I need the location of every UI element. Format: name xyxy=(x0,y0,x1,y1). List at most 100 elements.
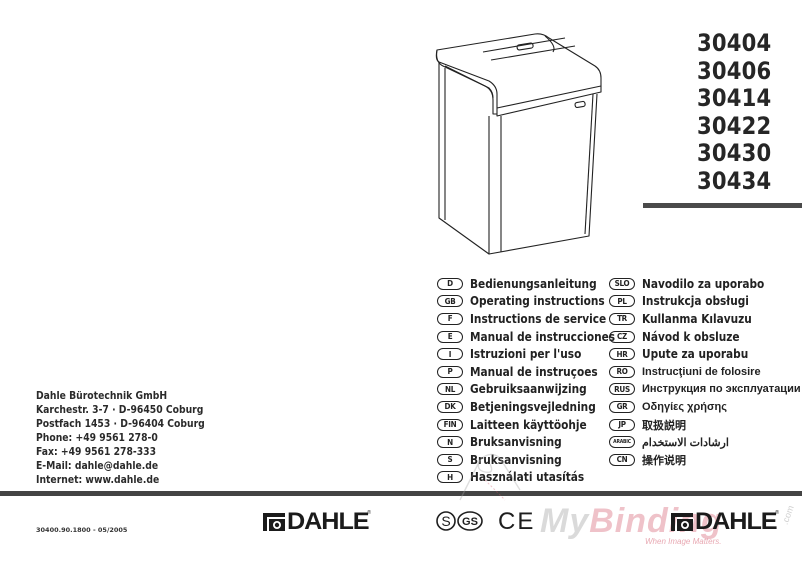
language-label: Bedienungsanleitung xyxy=(470,276,597,291)
language-label: Betjeningsvejledning xyxy=(470,399,596,414)
country-code-badge: GR xyxy=(609,400,635,413)
language-item: GB Operating instructions xyxy=(437,293,635,311)
language-label: Kullanma Kılavuzu xyxy=(642,311,752,326)
model-number: 30414 xyxy=(697,84,772,112)
language-list-right: SLO Navodilo za uporabo PL Instrukcja obsł… xyxy=(609,275,801,469)
language-item: CZ Návod k obsluze xyxy=(609,328,801,346)
language-label: Használati utasítás xyxy=(470,470,585,485)
watermark-domain: .com xyxy=(779,504,796,526)
language-label: Upute za uporabu xyxy=(642,347,749,362)
country-code-badge: PL xyxy=(609,295,635,308)
language-item: TR Kullanma Kılavuzu xyxy=(609,310,801,328)
website-address: Internet: www.dahle.de xyxy=(36,474,160,486)
language-label: 取扱説明 xyxy=(642,419,686,432)
country-code-badge: E xyxy=(437,330,463,343)
street-address: Karchestr. 3-7 · D-96450 Coburg xyxy=(36,404,204,416)
country-code-badge: GB xyxy=(437,295,463,308)
model-number-list: 30404 30406 30414 30422 30430 30434 xyxy=(697,29,802,195)
registered-mark: ® xyxy=(366,510,372,516)
language-item: JP 取扱説明 xyxy=(609,416,801,434)
language-label: Manual de instrucciones xyxy=(470,329,616,344)
language-label: 操作说明 xyxy=(642,454,686,467)
language-item: ARABIC ارشادات الاستخدام xyxy=(609,433,801,451)
country-code-badge: D xyxy=(437,277,463,290)
document-code: 30400.90.1800 - 05/2005 xyxy=(36,526,128,534)
company-address: Dahle Bürotechnik GmbH Karchestr. 3-7 · … xyxy=(36,389,228,487)
language-item: DK Betjeningsvejledning xyxy=(437,398,635,416)
language-label: Navodilo za uporabo xyxy=(642,276,765,291)
country-code-badge: JP xyxy=(609,418,635,431)
country-code-badge: RUS xyxy=(609,383,635,396)
language-item: S Bruksanvisning xyxy=(437,451,635,469)
language-label: Manual de instruçoes xyxy=(470,364,598,379)
country-code-badge: F xyxy=(437,312,463,325)
company-name: Dahle Bürotechnik GmbH xyxy=(36,390,168,402)
country-code-badge: N xyxy=(437,436,463,449)
model-number: 30404 xyxy=(697,29,772,57)
language-item: RO Instrucţiuni de folosire xyxy=(609,363,801,381)
country-code-badge: ARABIC xyxy=(609,436,635,449)
email-address: E-Mail: dahle@dahle.de xyxy=(36,460,159,472)
watermark-tagline: When Image Matters. xyxy=(645,537,722,546)
language-label: Instrucţiuni de folosire xyxy=(642,365,761,378)
language-label: Laitteen käyttöohje xyxy=(470,417,587,432)
country-code-badge: NL xyxy=(437,383,463,396)
dahle-logo-text: DAHLE xyxy=(695,508,778,535)
language-item: H Használati utasítás xyxy=(437,469,635,487)
language-label: Bruksanvisning xyxy=(470,435,562,450)
divider-rule-bottom xyxy=(0,491,802,496)
language-item: D Bedienungsanleitung xyxy=(437,275,635,293)
language-item: P Manual de instruçoes xyxy=(437,363,635,381)
model-number: 30422 xyxy=(697,111,772,140)
country-code-badge: H xyxy=(437,471,463,484)
language-label: Bruksanvisning xyxy=(470,452,562,467)
language-label: ارشادات الاستخدام xyxy=(642,436,729,449)
language-item: CN 操作说明 xyxy=(609,451,801,469)
country-code-badge: I xyxy=(437,348,463,361)
model-number: 30406 xyxy=(697,56,772,85)
model-number: 30430 xyxy=(697,139,772,167)
language-label: Gebruiksaanwijzing xyxy=(470,382,587,397)
language-label: Instrukcja obsługi xyxy=(642,294,749,309)
country-code-badge: S xyxy=(437,453,463,466)
fax-number: Fax: +49 9561 278-333 xyxy=(36,446,157,458)
language-item: E Manual de instrucciones xyxy=(437,328,635,346)
dahle-logo-mark-icon xyxy=(671,513,693,531)
language-item: HR Upute za uporabu xyxy=(609,345,801,363)
country-code-badge: CN xyxy=(609,453,635,466)
language-item: SLO Navodilo za uporabo xyxy=(609,275,801,293)
phone-number: Phone: +49 9561 278-0 xyxy=(36,432,158,444)
shredder-illustration xyxy=(435,33,602,255)
dahle-logo-right: DAHLE ® xyxy=(671,510,780,534)
model-number: 30434 xyxy=(697,166,772,195)
language-item: NL Gebruiksaanwijzing xyxy=(437,381,635,399)
divider-rule-top xyxy=(643,203,802,208)
language-item: GR Οδηγίες χρήσης xyxy=(609,398,801,416)
certification-marks: S GS xyxy=(436,510,492,532)
language-label: Návod k obsluze xyxy=(642,329,740,344)
dahle-logo-mark-icon xyxy=(263,513,285,531)
sgs-cert-icon: S GS xyxy=(436,511,483,531)
country-code-badge: RO xyxy=(609,365,635,378)
ce-mark: CE xyxy=(498,508,536,535)
country-code-badge: HR xyxy=(609,348,635,361)
language-item: PL Instrukcja obsługi xyxy=(609,293,801,311)
language-label: Οδηγίες χρήσης xyxy=(642,400,727,413)
registered-mark: ® xyxy=(774,510,780,516)
language-list-left: D Bedienungsanleitung GB Operating instruc… xyxy=(437,275,635,486)
dahle-logo-text: DAHLE xyxy=(287,508,370,535)
country-code-badge: TR xyxy=(609,312,635,325)
country-code-badge: DK xyxy=(437,400,463,413)
country-code-badge: P xyxy=(437,365,463,378)
svg-text:S: S xyxy=(441,513,450,529)
svg-text:GS: GS xyxy=(462,516,478,528)
language-label: Инструкция по эксплуатации xyxy=(642,383,801,396)
country-code-badge: CZ xyxy=(609,330,635,343)
dahle-logo-left: DAHLE ® xyxy=(263,510,372,534)
language-item: RUS Инструкция по эксплуатации xyxy=(609,381,801,399)
country-code-badge: SLO xyxy=(609,277,635,290)
language-label: Operating instructions xyxy=(470,294,605,309)
